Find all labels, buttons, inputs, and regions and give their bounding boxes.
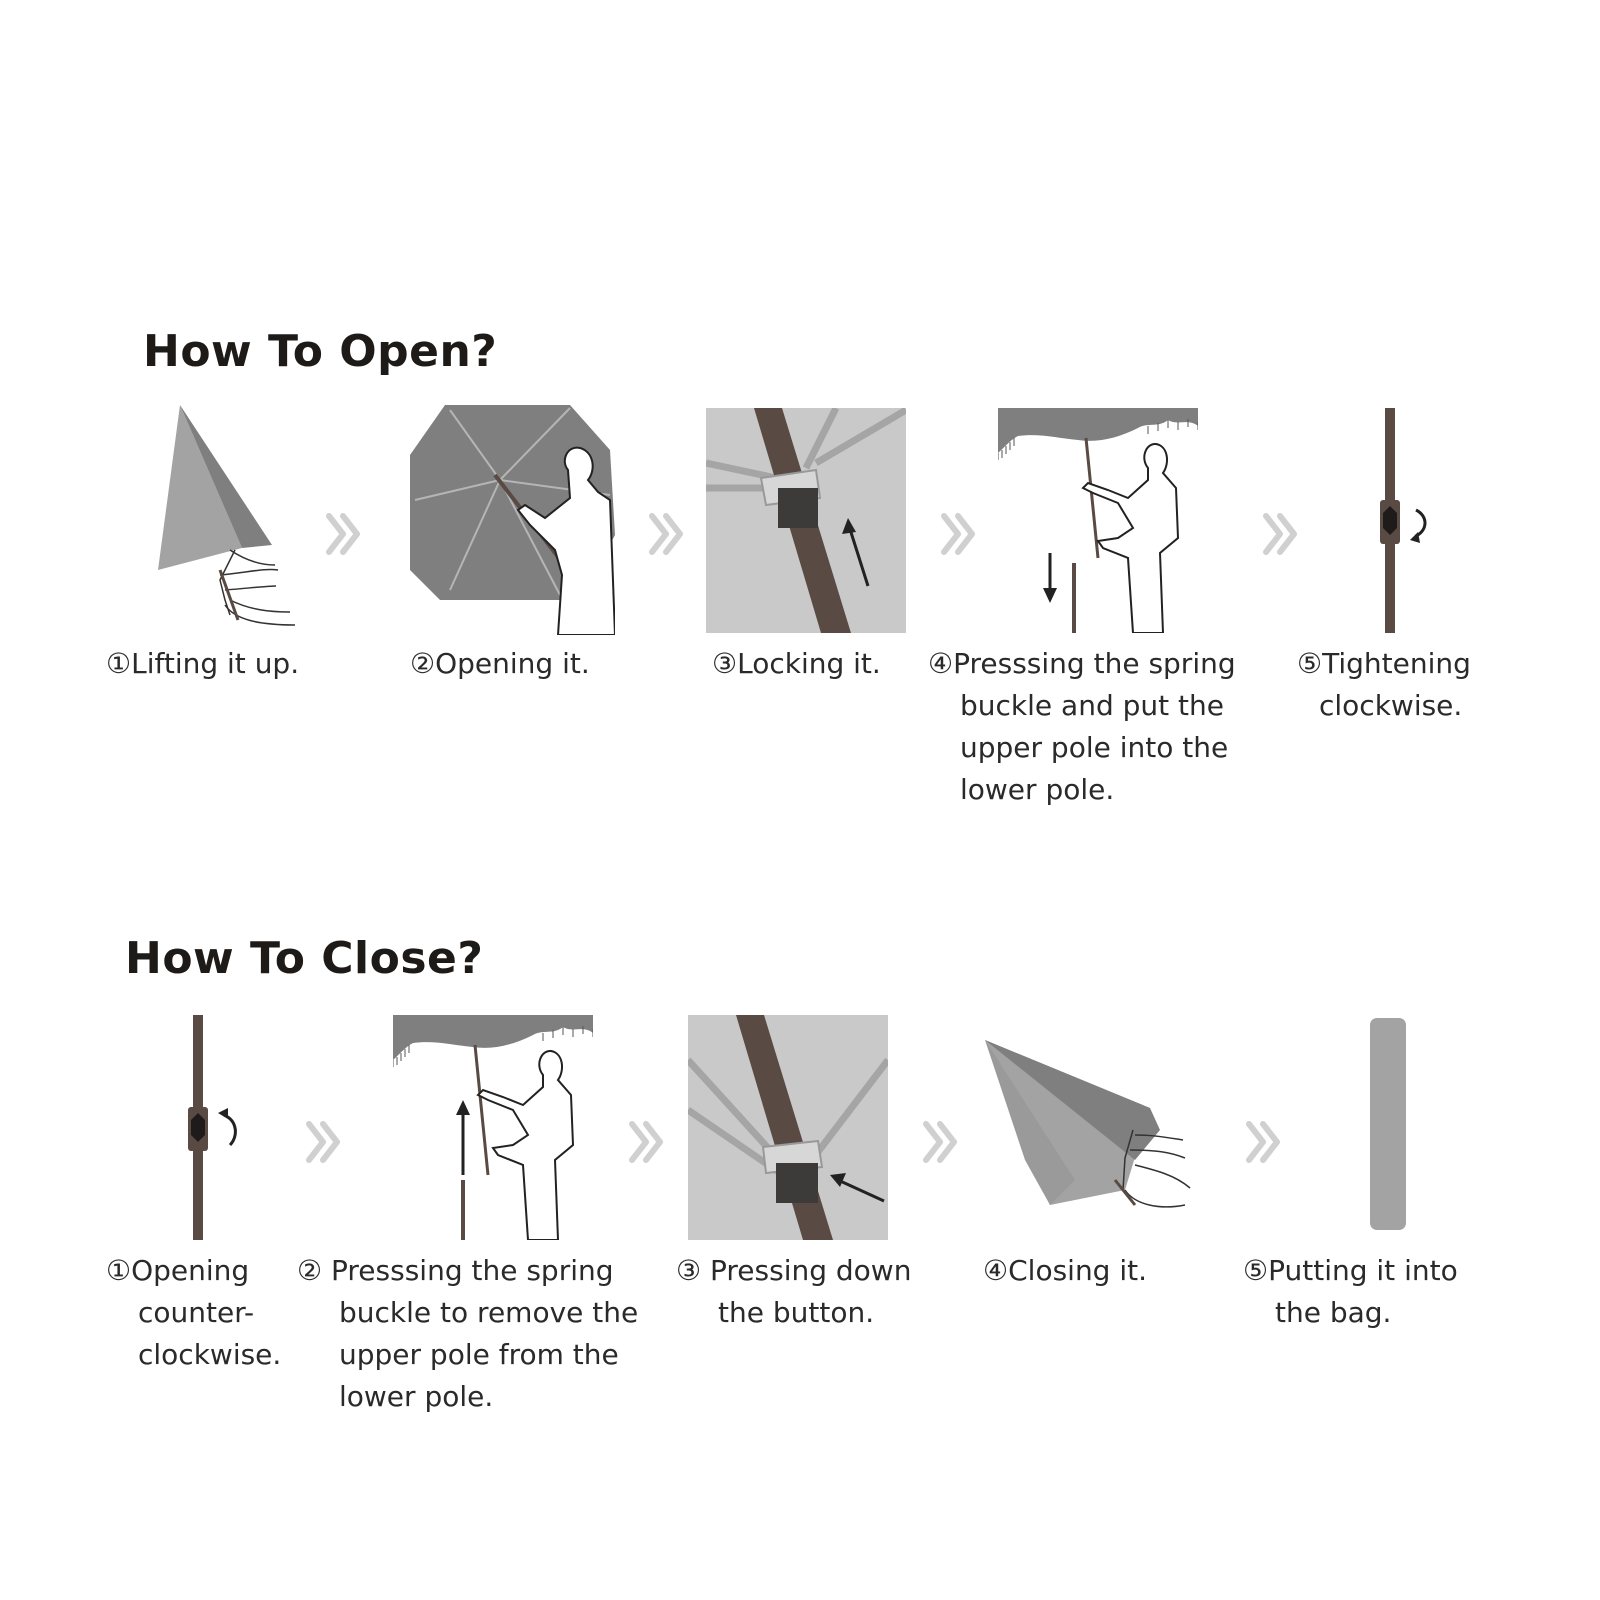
loosen-knob-illustration — [188, 1015, 237, 1240]
open-step-1-caption: ①Lifting it up. — [106, 643, 299, 685]
caption-line: ②Opening it. — [410, 647, 590, 680]
step-number: ② — [297, 1254, 323, 1287]
caption-line: buckle and put the — [960, 689, 1224, 722]
step-number: ⑤ — [1297, 647, 1323, 680]
close-step-5-caption: ⑤Putting it into the bag. — [1243, 1250, 1458, 1334]
caption-line: clockwise. — [1319, 689, 1463, 722]
open-step-3-caption: ③Locking it. — [712, 643, 881, 685]
remove-pole-illustration — [393, 1015, 593, 1240]
open-step-4-caption: ④Presssing the spring buckle and put the… — [928, 643, 1236, 811]
close-heading: How To Close? — [125, 933, 484, 984]
caption-line: ③Locking it. — [712, 647, 881, 680]
caption-line: ⑤Tightening — [1297, 647, 1471, 680]
closing-umbrella-illustration — [985, 1040, 1191, 1208]
caption-line: upper pole into the — [960, 731, 1229, 764]
caption-line: ④Presssing the spring — [928, 647, 1236, 680]
caption-line: ② Presssing the spring — [297, 1254, 614, 1287]
chevron-right-icon — [1263, 513, 1297, 555]
chevron-right-icon — [941, 513, 975, 555]
caption-line: lower pole. — [339, 1380, 494, 1413]
step-number: ① — [106, 1254, 132, 1287]
step-number: ④ — [983, 1254, 1009, 1287]
chevron-right-icon — [1246, 1121, 1280, 1163]
tighten-knob-illustration — [1380, 408, 1427, 633]
chevron-right-icon — [306, 1121, 340, 1163]
caption-line: the button. — [718, 1296, 875, 1329]
caption-line: upper pole from the — [339, 1338, 619, 1371]
close-step-3-caption: ③ Pressing down the button. — [676, 1250, 911, 1334]
step-number: ④ — [928, 647, 954, 680]
caption-line: counter- — [138, 1296, 255, 1329]
caption-line: ①Lifting it up. — [106, 647, 300, 680]
caption-line: ①Opening — [106, 1254, 250, 1287]
press-button-illustration — [688, 1015, 888, 1240]
chevron-right-icon — [629, 1121, 663, 1163]
caption-line: buckle to remove the — [339, 1296, 639, 1329]
chevron-right-icon — [649, 513, 683, 555]
locking-button-illustration — [706, 408, 906, 633]
bag-illustration — [1370, 1018, 1406, 1230]
caption-line: lower pole. — [960, 773, 1115, 806]
step-number: ③ — [712, 647, 738, 680]
caption-line: the bag. — [1275, 1296, 1392, 1329]
chevron-right-icon — [326, 513, 360, 555]
caption-line: clockwise. — [138, 1338, 282, 1371]
open-step-2-caption: ②Opening it. — [410, 643, 590, 685]
step-number: ⑤ — [1243, 1254, 1269, 1287]
caption-line: ④Closing it. — [983, 1254, 1148, 1287]
opening-umbrella-illustration — [410, 405, 615, 635]
close-step-2-caption: ② Presssing the spring buckle to remove … — [297, 1250, 638, 1418]
caption-line: ⑤Putting it into — [1243, 1254, 1458, 1287]
step-number: ③ — [676, 1254, 702, 1287]
close-step-4-caption: ④Closing it. — [983, 1250, 1147, 1292]
close-step-1-caption: ①Opening counter- clockwise. — [106, 1250, 281, 1376]
chevron-right-icon — [923, 1121, 957, 1163]
open-step-5-caption: ⑤Tightening clockwise. — [1297, 643, 1471, 727]
open-heading: How To Open? — [143, 326, 498, 377]
step-number: ② — [410, 647, 436, 680]
insert-pole-illustration — [998, 408, 1198, 633]
caption-line: ③ Pressing down — [676, 1254, 912, 1287]
step-number: ① — [106, 647, 132, 680]
lift-umbrella-illustration — [158, 405, 296, 626]
